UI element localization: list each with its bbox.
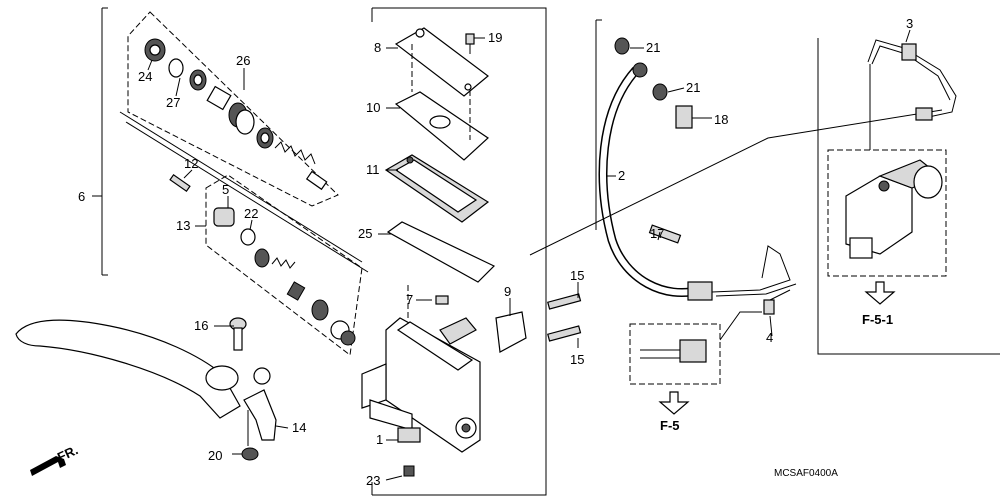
label-13: 13 — [176, 218, 190, 233]
label-5: 5 — [222, 182, 229, 197]
bolt-15-upper — [547, 293, 582, 310]
screw-7 — [435, 295, 449, 305]
f51-frame — [817, 38, 1000, 355]
brake-pipe-4 — [711, 245, 797, 315]
label-14: 14 — [292, 420, 306, 435]
label-26: 26 — [236, 53, 250, 68]
label-9: 9 — [504, 284, 511, 299]
switch-1 — [397, 427, 421, 443]
direction-label: FR. — [55, 442, 80, 464]
label-3: 3 — [906, 16, 913, 31]
screw-19 — [465, 33, 475, 54]
piston-kit-box — [119, 11, 369, 273]
label-16: 16 — [194, 318, 208, 333]
diagram-code: MCSAF0400A — [774, 468, 838, 479]
bolt-12 — [169, 173, 191, 193]
label-21-upper: 21 — [646, 40, 660, 55]
brake-hose-2 — [595, 19, 713, 301]
brake-lever — [15, 319, 277, 441]
arrow-f5 — [658, 391, 690, 415]
washer-21-lower — [652, 83, 668, 101]
label-10: 10 — [366, 100, 380, 115]
label-7: 7 — [406, 292, 413, 307]
pushrod-parts — [213, 207, 356, 346]
label-8: 8 — [374, 40, 381, 55]
label-23: 23 — [366, 473, 380, 488]
pivot-bolt-16 — [229, 317, 247, 351]
label-15-lower: 15 — [570, 352, 584, 367]
label-21-lower: 21 — [686, 80, 700, 95]
pushrod-box — [195, 174, 363, 356]
label-leaders — [147, 29, 911, 481]
bolt-15-lower — [547, 325, 582, 342]
label-22: 22 — [244, 206, 258, 221]
arrow-f51 — [864, 281, 896, 305]
label-17: 17 — [650, 226, 664, 241]
f5-box — [629, 311, 762, 385]
ref-f51: F-5-1 — [862, 312, 893, 327]
reservoir-cap-8 — [394, 27, 489, 97]
label-18: 18 — [714, 112, 728, 127]
label-6: 6 — [78, 189, 85, 204]
master-cylinder-box — [371, 7, 547, 496]
label-20: 20 — [208, 448, 222, 463]
label-1: 1 — [376, 432, 383, 447]
label-12: 12 — [184, 156, 198, 171]
label-27: 27 — [166, 95, 180, 110]
diaphragm-11 — [384, 154, 490, 223]
label-2: 2 — [618, 168, 625, 183]
bolt-17 — [648, 224, 682, 244]
bolt-18 — [675, 105, 693, 129]
label-24: 24 — [138, 69, 152, 84]
direction-arrow — [30, 456, 66, 476]
bracket-6 — [92, 7, 108, 276]
plate-10 — [394, 91, 489, 161]
float-25 — [386, 221, 496, 283]
brake-pipe-3 — [867, 39, 957, 150]
screw-23 — [403, 465, 415, 477]
label-4: 4 — [766, 330, 773, 345]
label-11: 11 — [366, 162, 380, 177]
label-15-upper: 15 — [570, 268, 584, 283]
label-25: 25 — [358, 226, 372, 241]
ref-f5: F-5 — [660, 418, 680, 433]
leader-line — [529, 109, 943, 256]
label-19: 19 — [488, 30, 502, 45]
washer-21-upper — [614, 37, 630, 55]
nut-20 — [241, 410, 259, 461]
master-cylinder-body — [361, 317, 481, 453]
piston-kit-parts — [144, 38, 328, 191]
holder-9 — [495, 311, 527, 353]
abs-modulator-box — [827, 149, 947, 277]
